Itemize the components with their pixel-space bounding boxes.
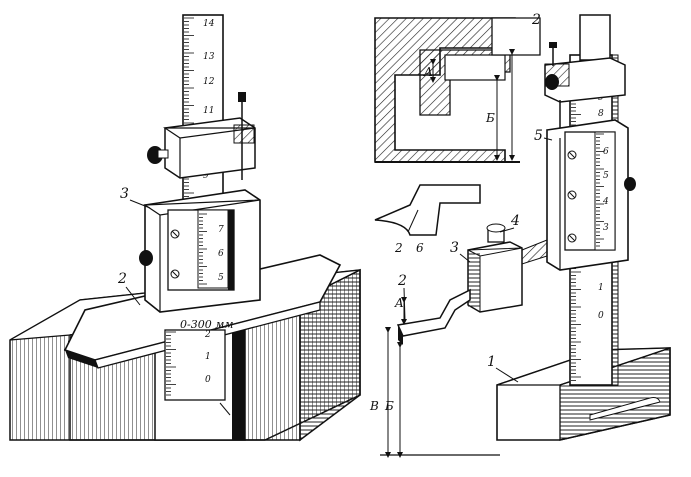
left-base-scale-label: 2 xyxy=(204,330,211,340)
right-scriber-holder xyxy=(396,223,548,345)
right-gauge: 11 10 9 8 1 0 xyxy=(369,14,671,458)
right-vernier-slider xyxy=(546,119,636,271)
right-callout-5: 5 xyxy=(534,128,543,144)
left-gauge: 2 1 0 0-300 мм 14 13 12 11 9 xyxy=(9,14,361,442)
left-beam-scale-label: 13 xyxy=(203,52,215,62)
right-fine-adjust-clamp xyxy=(544,42,626,130)
left-callout-2: 2 xyxy=(117,271,127,287)
right-vernier-scale-label: 5 xyxy=(603,171,609,181)
left-callout-3: 3 xyxy=(120,186,129,202)
right-beam-top xyxy=(579,14,611,61)
right-beam-scale-label: 8 xyxy=(598,109,604,119)
right-inset-section: 2 A Б xyxy=(374,12,541,163)
right-vernier-scale-label: 6 xyxy=(603,147,609,157)
inset-dim-b: Б xyxy=(485,111,495,125)
left-vernier-scale-label: 7 xyxy=(218,225,224,235)
right-callout-3: 3 xyxy=(450,240,459,256)
left-vernier-scale-label: 6 xyxy=(218,249,224,259)
right-dim-be: Б xyxy=(384,399,394,413)
left-vernier-scale-label: 5 xyxy=(218,273,224,283)
right-callout-4: 4 xyxy=(510,213,520,229)
right-callout-1: 1 xyxy=(487,354,496,370)
right-dim-a: A xyxy=(394,296,404,310)
left-range-label: 0-300 мм xyxy=(180,318,233,331)
right-beam-scale-label: 0 xyxy=(598,311,604,321)
inset-dim-a: A xyxy=(423,65,433,79)
left-beam-scale-label: 14 xyxy=(203,19,215,29)
left-beam-scale-label: 11 xyxy=(203,106,214,116)
left-fine-adjust-clamp xyxy=(147,92,256,180)
left-beam-scale-label: 9 xyxy=(203,171,209,181)
profile-label-6: 6 xyxy=(416,241,424,255)
left-callout-1: 1 xyxy=(235,416,244,432)
left-base-scale-label: 1 xyxy=(205,352,211,362)
right-inset-profile: 2 6 xyxy=(374,184,481,255)
left-slot-shadow xyxy=(232,318,245,440)
left-vernier-slider xyxy=(139,189,261,313)
right-callout-2: 2 xyxy=(397,273,407,289)
right-vernier-scale-label: 3 xyxy=(603,223,609,233)
right-dim-b: B xyxy=(369,399,379,413)
left-beam-lower xyxy=(164,329,226,401)
profile-label-2: 2 xyxy=(394,241,403,255)
right-beam-scale-label: 1 xyxy=(598,283,604,293)
left-base-scale-label: 0 xyxy=(205,375,211,385)
left-beam-scale-label: 12 xyxy=(203,77,215,87)
right-vernier-scale-label: 4 xyxy=(602,197,609,207)
inset-callout-2: 2 xyxy=(531,12,541,28)
